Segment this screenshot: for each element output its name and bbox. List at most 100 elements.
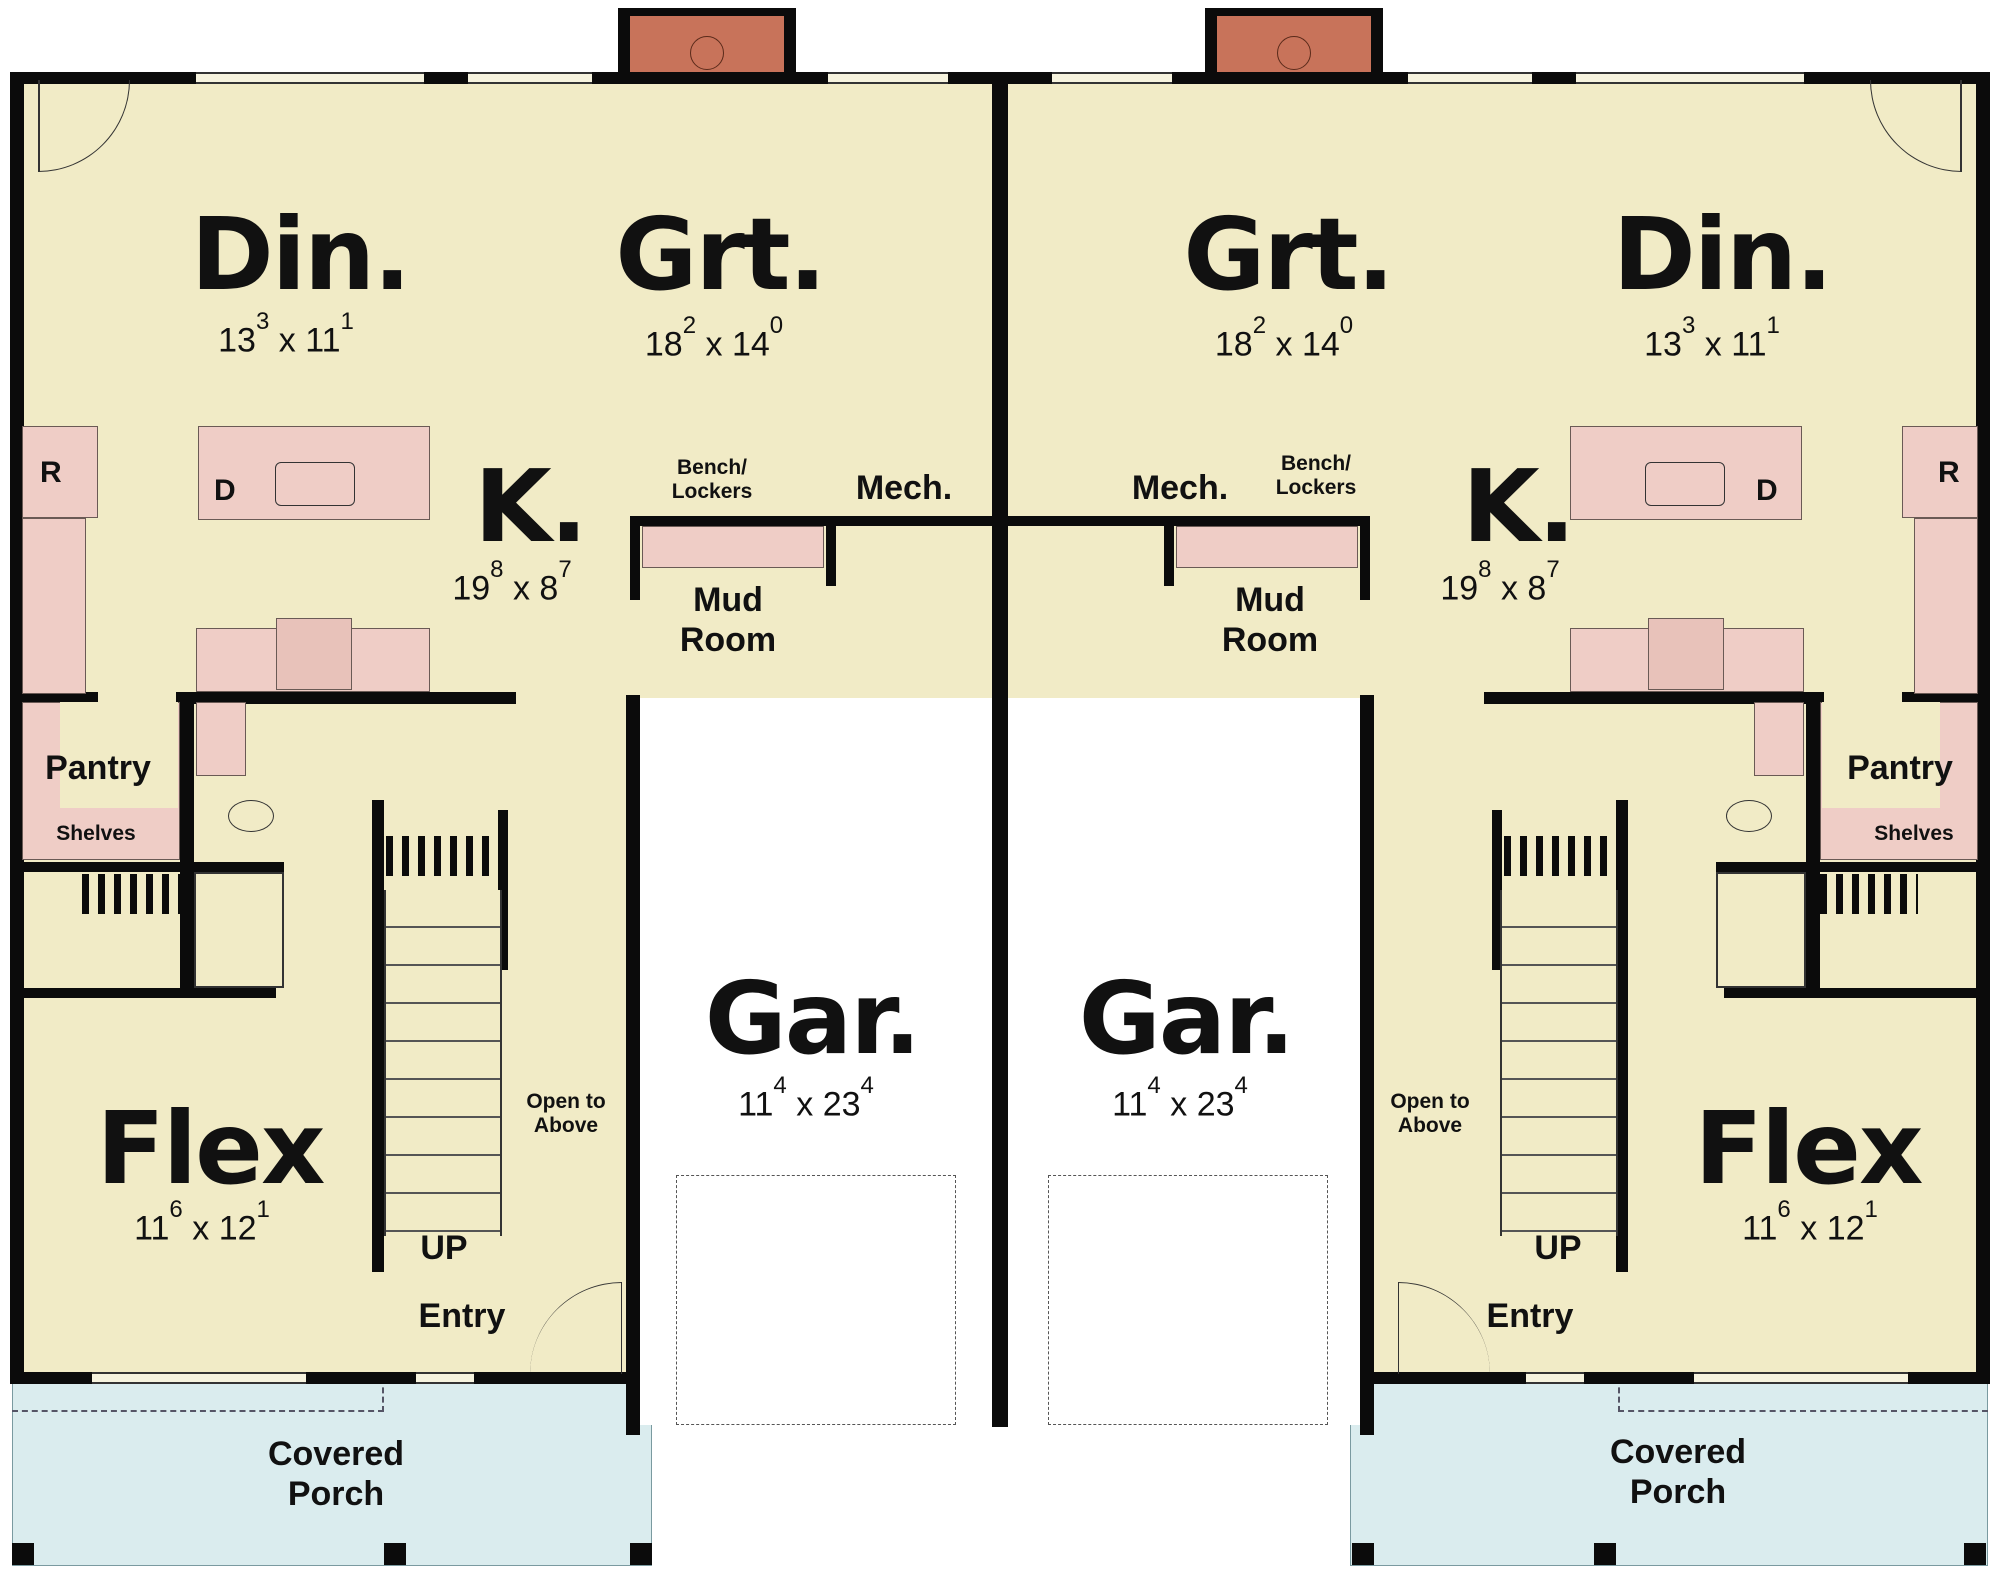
left-bath-wall-v: [180, 692, 194, 990]
party-wall: [992, 72, 1008, 1427]
right-range: [1648, 618, 1724, 690]
dim-w-in: 6: [169, 1196, 183, 1223]
right-stairs[interactable]: [1500, 890, 1618, 1236]
right-refrigerator: [1902, 426, 1978, 518]
left-pantry-wall: [14, 692, 98, 702]
line1: Covered: [1609, 1433, 1747, 1471]
right-bench-lockers-label: Bench/Lockers: [1276, 452, 1357, 500]
right-dishwasher-label: D: [1756, 474, 1778, 507]
right-stair-wall: [1616, 800, 1628, 1272]
left-porch-roof-line: [12, 1378, 384, 1412]
line1: Bench/: [1280, 452, 1352, 475]
dim-l: 8: [539, 569, 559, 608]
dim-w-in: 6: [1777, 1196, 1791, 1223]
left-mud-room-top-wall: [630, 516, 992, 526]
dim-w-in: 4: [1147, 1072, 1161, 1099]
left-kitchen-south-wall: [176, 692, 516, 704]
dim-l: 23: [822, 1085, 861, 1124]
left-flex-dim: 116 x 121: [134, 1196, 270, 1248]
left-mech-label: Mech.: [855, 469, 953, 507]
left-range: [276, 618, 352, 690]
dim-l: 14: [731, 325, 770, 364]
left-kitchen-dim: 198 x 87: [452, 556, 571, 608]
dim-w: 13: [218, 321, 256, 360]
dim-l-in: 1: [340, 308, 354, 335]
left-porch-post-2: [384, 1543, 406, 1565]
left-stairs[interactable]: [384, 890, 502, 1236]
dim-l-in: 4: [860, 1072, 874, 1099]
left-shower: [194, 872, 284, 988]
dim-l: 12: [1826, 1209, 1865, 1248]
dim-w: 11: [738, 1085, 774, 1124]
left-great-room-label: Grt.: [615, 196, 826, 313]
left-toilet-icon: [228, 800, 274, 832]
left-outer-wall: [10, 72, 24, 1384]
dim-w: 11: [134, 1209, 170, 1248]
left-great-room-dim: 182 x 140: [645, 312, 783, 364]
left-porch-post-1: [12, 1543, 34, 1565]
left-window-3: [828, 72, 948, 84]
dim-w-in: 8: [490, 556, 504, 583]
left-garage-floor: [640, 700, 990, 1425]
left-fireplace-flue-icon: [690, 36, 724, 70]
left-window-2: [468, 72, 592, 84]
line2: Porch: [1629, 1473, 1727, 1511]
dim-w: 19: [452, 569, 491, 608]
right-kitchen-dim: 198 x 87: [1440, 556, 1559, 608]
left-garage-dim: 114 x 234: [738, 1072, 874, 1124]
dim-x: x: [1704, 325, 1722, 364]
line1: Mud: [1235, 581, 1305, 619]
dim-w-in: 3: [1681, 312, 1696, 339]
right-flex-dim: 116 x 121: [1742, 1196, 1878, 1248]
left-front-window-2: [416, 1372, 474, 1384]
right-garage-door-overhead: [1048, 1175, 1328, 1425]
left-entry-label: Entry: [418, 1297, 506, 1335]
left-kitchen-label: K.: [474, 448, 587, 565]
right-stair-closet-wall: [1492, 810, 1502, 970]
right-mech-label: Mech.: [1131, 469, 1229, 507]
right-window-2: [1408, 72, 1532, 84]
right-island: [1570, 426, 1802, 520]
dim-l-in: 4: [1234, 1072, 1248, 1099]
left-island: [198, 426, 430, 520]
right-window-3: [1576, 72, 1804, 84]
right-porch-post-1: [1352, 1543, 1374, 1565]
left-powder-sink: [196, 702, 246, 776]
right-porch-roof-line: [1618, 1378, 1988, 1412]
right-closet-wall: [1716, 862, 1986, 872]
left-refrigerator: [22, 426, 98, 518]
dim-w-in: 4: [773, 1072, 787, 1099]
line2: Room: [679, 621, 777, 659]
right-mud-room-right-wall: [1360, 516, 1370, 600]
line1: Mud: [693, 581, 763, 619]
left-pantry-floor: [60, 702, 178, 808]
line2: Above: [1397, 1114, 1463, 1137]
left-garage-label: Gar.: [704, 960, 922, 1077]
dim-w: 19: [1440, 569, 1479, 608]
left-closet-shelving: [82, 874, 180, 914]
dim-l-in: 1: [1766, 312, 1780, 339]
left-pantry-label: Pantry: [45, 749, 151, 787]
left-island-sink-icon: [275, 462, 355, 506]
dim-l-in: 7: [558, 556, 572, 583]
right-front-window-2: [1694, 1372, 1908, 1384]
right-closet-bottom-wall: [1724, 988, 1986, 998]
right-shelves-label: Shelves: [1874, 822, 1954, 845]
dim-l: 23: [1196, 1085, 1235, 1124]
left-dining-dim: 133 x 111: [218, 308, 354, 360]
line2: Porch: [287, 1475, 385, 1513]
right-pantry-wall: [1902, 692, 1986, 702]
dim-x: x: [1800, 1209, 1818, 1248]
left-stair-closet-shelving: [386, 836, 496, 876]
left-closet-wall: [14, 862, 284, 872]
right-porch-post-3: [1964, 1543, 1986, 1565]
right-front-window-1: [1526, 1372, 1584, 1384]
line2: Lockers: [671, 480, 753, 503]
dim-w: 11: [1112, 1085, 1148, 1124]
dim-x: x: [705, 325, 723, 364]
dim-x: x: [1170, 1085, 1188, 1124]
left-garage-side-wall: [626, 695, 640, 1435]
right-mech-divider: [1164, 516, 1174, 586]
right-window-1: [1052, 72, 1172, 84]
